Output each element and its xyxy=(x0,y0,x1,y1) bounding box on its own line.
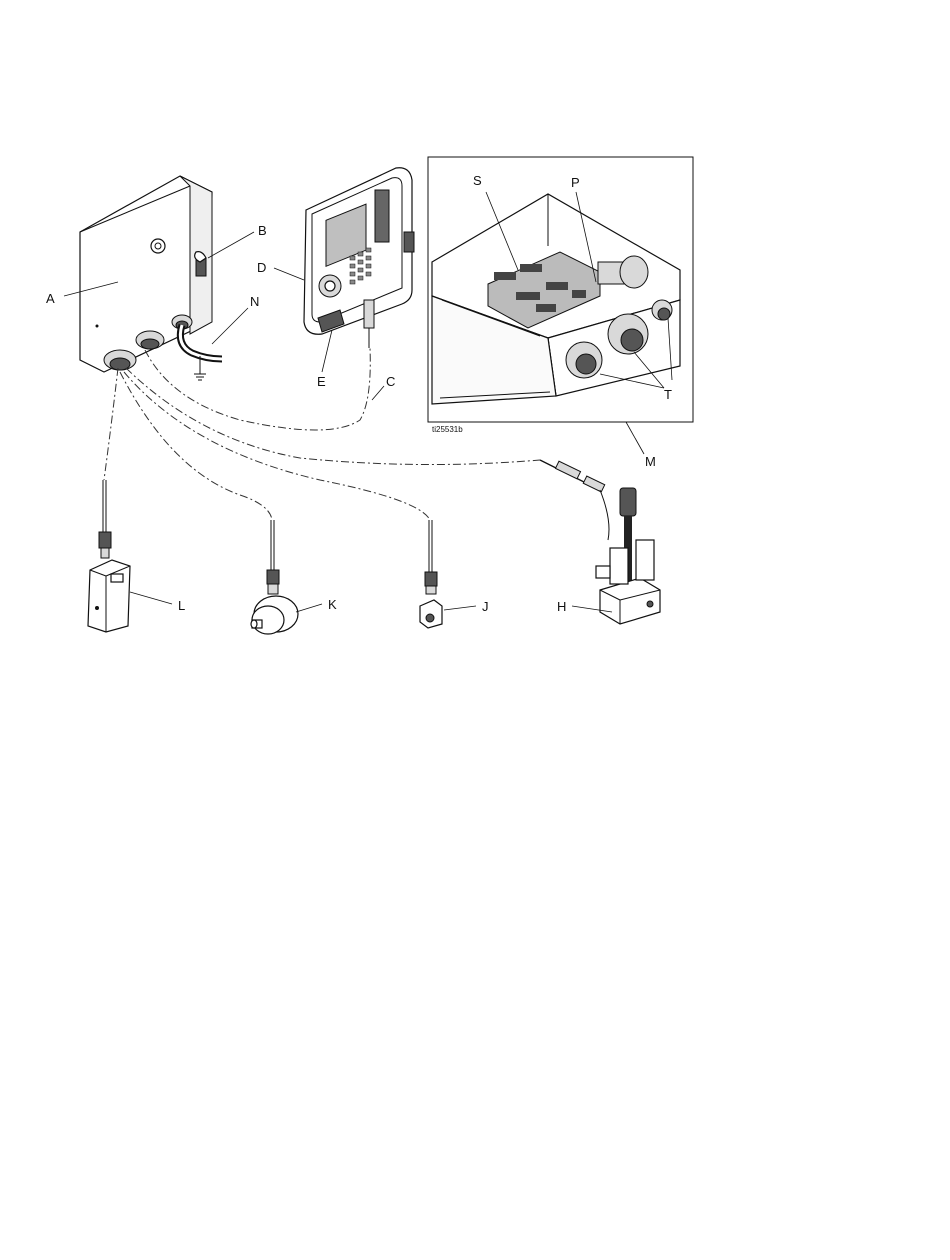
label-h: H xyxy=(557,599,566,614)
display-module xyxy=(304,168,414,348)
label-a: A xyxy=(46,291,55,306)
label-p: P xyxy=(571,175,580,190)
gland-t xyxy=(608,314,648,354)
label-t: T xyxy=(664,387,672,402)
gland-t xyxy=(566,342,602,378)
label-m: M xyxy=(645,454,656,469)
cable-j xyxy=(124,372,430,520)
label-n: N xyxy=(250,294,259,309)
label-s: S xyxy=(473,173,482,188)
cable-l xyxy=(104,368,118,480)
cable-c xyxy=(145,348,370,430)
cable-k xyxy=(120,372,272,520)
label-j: J xyxy=(482,599,489,614)
label-c: C xyxy=(386,374,395,389)
cable-gland xyxy=(104,350,136,370)
encoder-k xyxy=(251,520,298,634)
sensor-l xyxy=(88,480,130,632)
label-b: B xyxy=(258,223,267,238)
inset-detail: ti25531b xyxy=(428,157,693,434)
figure-id: ti25531b xyxy=(432,425,463,434)
cable-gland xyxy=(136,331,164,349)
label-k: K xyxy=(328,597,337,612)
control-box xyxy=(80,176,212,372)
gland-t xyxy=(652,300,672,320)
switch-j xyxy=(420,520,442,628)
label-d: D xyxy=(257,260,266,275)
label-e: E xyxy=(317,374,326,389)
label-l: L xyxy=(178,598,185,613)
